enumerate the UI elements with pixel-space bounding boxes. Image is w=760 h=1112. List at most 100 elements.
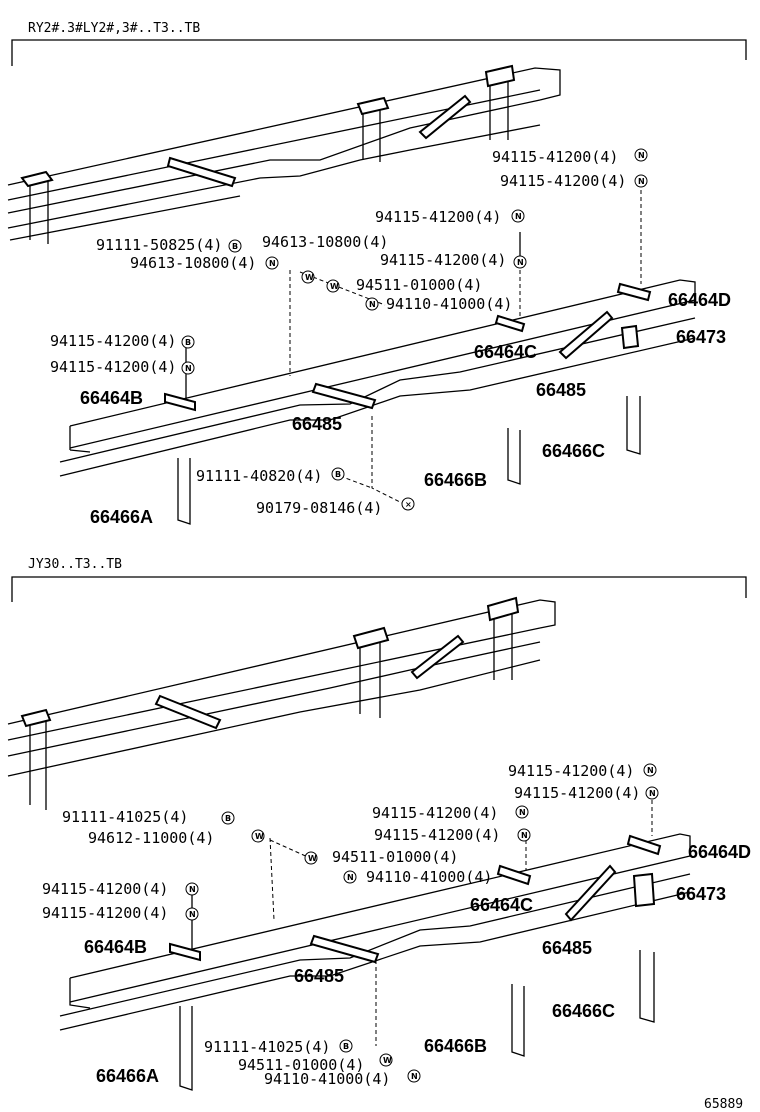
- callout-labels: 94115-41200(4)N94115-41200(4)N94115-4120…: [42, 148, 751, 1088]
- part-number-label: 94115-41200(4): [492, 148, 618, 166]
- part-number-label: 94511-01000(4): [238, 1056, 364, 1074]
- top-section-header: RY2#.3#LY2#,3#..T3..TB: [28, 21, 200, 36]
- part-number-label: 94511-01000(4): [356, 276, 482, 294]
- fastener-symbol-icon: N: [511, 209, 525, 223]
- fastener-symbol-icon: ×: [401, 497, 415, 511]
- part-number-label: 94115-41200(4): [514, 784, 640, 802]
- part-code-label: 66464D: [688, 842, 751, 862]
- part-code-label: 66464D: [668, 290, 731, 310]
- svg-text:N: N: [638, 177, 645, 186]
- bottom-lower-frame: [59, 833, 691, 1091]
- svg-text:N: N: [189, 910, 196, 919]
- fastener-symbol-icon: N: [185, 882, 199, 896]
- part-code-label: 66466B: [424, 1036, 487, 1056]
- top-upper-frame: [7, 64, 561, 244]
- svg-text:W: W: [330, 282, 339, 291]
- svg-text:W: W: [255, 832, 264, 841]
- part-number-label: 94115-41200(4): [380, 251, 506, 269]
- bottom-upper-frame: [7, 596, 556, 810]
- fastener-symbol-icon: N: [517, 828, 531, 842]
- fastener-symbol-icon: B: [331, 467, 345, 481]
- part-number-label: 94115-41200(4): [500, 172, 626, 190]
- svg-text:N: N: [517, 258, 524, 267]
- part-number-label: 94115-41200(4): [50, 358, 176, 376]
- part-number-label: 94115-41200(4): [372, 804, 498, 822]
- svg-text:W: W: [305, 273, 314, 282]
- part-code-label: 66485: [292, 414, 342, 434]
- part-code-label: 66466C: [542, 441, 605, 461]
- svg-text:N: N: [519, 808, 526, 817]
- part-number-label: 94115-41200(4): [374, 826, 500, 844]
- part-number-label: 90179-08146(4): [256, 499, 382, 517]
- svg-text:W: W: [383, 1056, 392, 1065]
- part-number-label: 94115-41200(4): [42, 904, 168, 922]
- part-code-label: 66473: [676, 327, 726, 347]
- fastener-symbol-icon: B: [339, 1039, 353, 1053]
- part-number-label: 94110-41000(4): [366, 868, 492, 886]
- bottom-section-header: JY30..T3..TB: [28, 557, 122, 572]
- part-number-label: 94613-10800(4): [262, 233, 388, 251]
- svg-text:N: N: [521, 831, 528, 840]
- part-number-label: 91111-41025(4): [204, 1038, 330, 1056]
- part-code-label: 66473: [676, 884, 726, 904]
- bottom-section-frame: [11, 576, 747, 602]
- part-code-label: 66466B: [424, 470, 487, 490]
- part-code-label: 66464B: [80, 388, 143, 408]
- svg-text:N: N: [638, 151, 645, 160]
- part-code-label: 66464C: [470, 895, 533, 915]
- part-code-label: 66485: [542, 938, 592, 958]
- svg-text:B: B: [335, 470, 341, 479]
- svg-text:N: N: [411, 1072, 418, 1081]
- svg-text:B: B: [185, 338, 191, 347]
- fastener-symbol-icon: N: [407, 1069, 421, 1083]
- part-number-label: 94612-11000(4): [88, 829, 214, 847]
- diagram-code: 65889: [704, 1097, 743, 1112]
- svg-text:B: B: [225, 814, 231, 823]
- part-number-label: 94110-41000(4): [386, 295, 512, 313]
- part-code-label: 66485: [294, 966, 344, 986]
- part-code-label: 66466A: [96, 1066, 159, 1086]
- part-number-label: 94115-41200(4): [508, 762, 634, 780]
- svg-text:W: W: [308, 854, 317, 863]
- part-code-label: 66464C: [474, 342, 537, 362]
- fastener-symbol-icon: W: [326, 279, 340, 293]
- fastener-symbol-icon: N: [634, 148, 648, 162]
- svg-text:N: N: [189, 885, 196, 894]
- part-number-label: 94115-41200(4): [50, 332, 176, 350]
- fastener-symbol-icon: N: [643, 763, 657, 777]
- top-lower-frame: [59, 279, 696, 525]
- svg-text:N: N: [649, 789, 656, 798]
- part-number-label: 91111-40820(4): [196, 467, 322, 485]
- part-number-label: 91111-41025(4): [62, 808, 188, 826]
- fastener-symbol-icon: W: [379, 1053, 393, 1067]
- part-number-label: 94115-41200(4): [375, 208, 501, 226]
- fastener-symbol-icon: N: [515, 805, 529, 819]
- part-number-label: 94115-41200(4): [42, 880, 168, 898]
- part-code-label: 66466C: [552, 1001, 615, 1021]
- part-number-label: 91111-50825(4): [96, 236, 222, 254]
- top-section-frame: [11, 39, 747, 66]
- svg-text:N: N: [515, 212, 522, 221]
- fastener-symbol-icon: W: [304, 851, 318, 865]
- fastener-symbol-icon: W: [301, 270, 315, 284]
- fastener-symbol-icon: W: [251, 829, 265, 843]
- svg-text:B: B: [343, 1042, 349, 1051]
- svg-text:N: N: [185, 364, 192, 373]
- fastener-symbol-icon: B: [228, 239, 242, 253]
- fastener-symbol-icon: N: [513, 255, 527, 269]
- fastener-symbol-icon: B: [221, 811, 235, 825]
- part-code-label: 66466A: [90, 507, 153, 527]
- fastener-symbol-icon: N: [181, 361, 195, 375]
- fastener-symbol-icon: N: [265, 256, 279, 270]
- part-number-label: 94511-01000(4): [332, 848, 458, 866]
- part-number-label: 94613-10800(4): [130, 254, 256, 272]
- svg-text:B: B: [232, 242, 238, 251]
- fastener-symbol-icon: N: [365, 297, 379, 311]
- svg-text:N: N: [369, 300, 376, 309]
- svg-text:N: N: [347, 873, 354, 882]
- part-code-label: 66464B: [84, 937, 147, 957]
- fastener-symbol-icon: N: [634, 174, 648, 188]
- part-code-label: 66485: [536, 380, 586, 400]
- part-number-label: 94110-41000(4): [264, 1070, 390, 1088]
